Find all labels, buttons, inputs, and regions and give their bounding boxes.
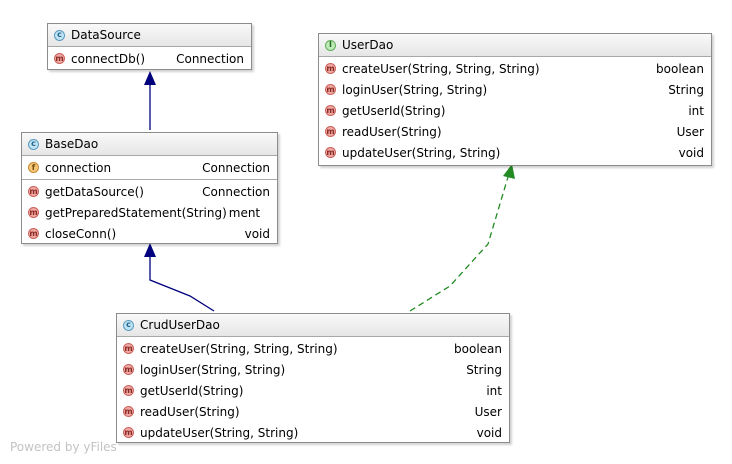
powered-by-watermark: Powered by yFiles (10, 440, 117, 454)
method-row[interactable]: m createUser(String, String, String) boo… (117, 338, 509, 359)
methods-section: m connectDb() Connection (48, 47, 251, 70)
class-icon: c (28, 138, 39, 150)
method-icon: m (123, 406, 134, 417)
method-row[interactable]: m createUser(String, String, String) boo… (319, 58, 711, 79)
return-type: ment (228, 205, 261, 220)
method-row[interactable]: m updateUser(String, String) void (117, 422, 509, 443)
return-type: void (476, 425, 502, 440)
method-icon: m (325, 63, 336, 74)
method-signature: readUser(String) (140, 404, 240, 419)
method-signature: getPreparedStatement(String) (45, 205, 227, 220)
method-signature: updateUser(String, String) (140, 425, 299, 440)
field-type: Connection (202, 160, 270, 175)
method-icon: m (325, 84, 336, 95)
method-icon: m (54, 53, 65, 64)
return-type: void (678, 145, 704, 160)
method-icon: m (123, 343, 134, 354)
class-node-basedao[interactable]: c BaseDao f connection Connection m getD… (21, 132, 278, 244)
method-icon: m (123, 385, 134, 396)
edge-basedao-extends-datasource (144, 71, 156, 130)
method-icon: m (28, 186, 39, 197)
method-row[interactable]: m loginUser(String, String) String (117, 359, 509, 380)
return-type: Connection (202, 184, 270, 199)
method-signature: updateUser(String, String) (342, 145, 501, 160)
method-row[interactable]: m updateUser(String, String) void (319, 142, 711, 163)
method-signature: connectDb() (71, 51, 146, 66)
method-signature: readUser(String) (342, 124, 442, 139)
interface-name: UserDao (342, 38, 394, 52)
class-node-cruduserdao[interactable]: c CrudUserDao m createUser(String, Strin… (116, 313, 510, 443)
class-name: CrudUserDao (140, 318, 220, 332)
method-row[interactable]: m getUserId(String) int (117, 380, 509, 401)
class-node-datasource[interactable]: c DataSource m connectDb() Connection (47, 23, 252, 70)
method-icon: m (28, 207, 39, 218)
inheritance-arrowhead (144, 243, 156, 257)
interface-header: I UserDao (319, 34, 711, 57)
class-header: c CrudUserDao (117, 314, 509, 337)
method-row[interactable]: m loginUser(String, String) String (319, 79, 711, 100)
method-signature: loginUser(String, String) (140, 362, 286, 377)
method-signature: createUser(String, String, String) (342, 61, 540, 76)
interface-node-userdao[interactable]: I UserDao m createUser(String, String, S… (318, 33, 712, 166)
method-signature: getUserId(String) (140, 383, 244, 398)
edge-cruduserdao-extends-basedao (144, 243, 215, 312)
method-signature: loginUser(String, String) (342, 82, 488, 97)
methods-section: m getDataSource() Connection m getPrepar… (22, 179, 277, 245)
return-type: User (676, 124, 704, 139)
method-icon: m (123, 364, 134, 375)
method-signature: createUser(String, String, String) (140, 341, 338, 356)
return-type: boolean (656, 61, 704, 76)
class-icon: c (54, 29, 65, 41)
class-header: c DataSource (48, 24, 251, 47)
method-row[interactable]: m closeConn() void (22, 223, 277, 244)
realization-arrowhead (503, 164, 515, 179)
method-signature: getDataSource() (45, 184, 144, 199)
method-icon: m (325, 126, 336, 137)
interface-icon: I (325, 39, 336, 51)
field-icon: f (28, 162, 39, 173)
return-type: String (668, 82, 704, 97)
return-type: void (244, 226, 270, 241)
return-type: String (466, 362, 502, 377)
field-name: connection (45, 160, 112, 175)
method-icon: m (325, 105, 336, 116)
method-icon: m (325, 147, 336, 158)
class-name: BaseDao (45, 137, 99, 151)
method-row[interactable]: m readUser(String) User (117, 401, 509, 422)
return-type: boolean (454, 341, 502, 356)
field-row[interactable]: f connection Connection (22, 157, 277, 178)
class-icon: c (123, 319, 134, 331)
method-row[interactable]: m readUser(String) User (319, 121, 711, 142)
return-type: int (486, 383, 502, 398)
method-icon: m (123, 427, 134, 438)
return-type: Connection (176, 51, 244, 66)
method-signature: closeConn() (45, 226, 117, 241)
method-row[interactable]: m getDataSource() Connection (22, 181, 277, 202)
methods-section: m createUser(String, String, String) boo… (319, 57, 711, 164)
class-header: c BaseDao (22, 133, 277, 156)
method-row[interactable]: m connectDb() Connection (48, 48, 251, 69)
method-row[interactable]: m getPreparedStatement(String) ment (22, 202, 277, 223)
method-signature: getUserId(String) (342, 103, 446, 118)
method-icon: m (28, 228, 39, 239)
class-name: DataSource (71, 28, 141, 42)
method-row[interactable]: m getUserId(String) int (319, 100, 711, 121)
return-type: User (474, 404, 502, 419)
return-type: int (688, 103, 704, 118)
fields-section: f connection Connection (22, 156, 277, 179)
methods-section: m createUser(String, String, String) boo… (117, 337, 509, 444)
inheritance-arrowhead (144, 71, 156, 85)
edge-cruduserdao-implements-userdao (409, 164, 515, 312)
